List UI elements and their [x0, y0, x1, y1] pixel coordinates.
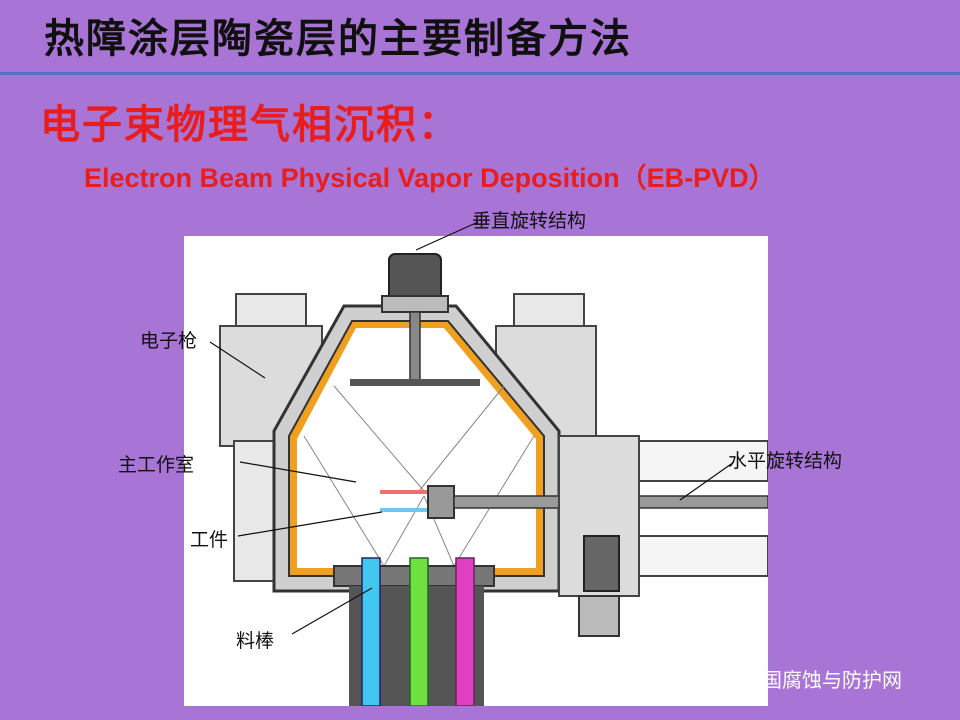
- label-horizontal-rotation: 水平旋转结构: [728, 450, 843, 472]
- rod-magenta: [455, 557, 475, 707]
- right-gun-housing-top: [513, 293, 585, 330]
- label-rods: 料棒: [236, 630, 275, 652]
- beam-line-4: [418, 385, 505, 492]
- vertical-shaft: [409, 311, 421, 383]
- left-gun-housing-top: [235, 293, 307, 330]
- subtitle-english: Electron Beam Physical Vapor Deposition（…: [84, 163, 776, 193]
- page-title: 热障涂层陶瓷层的主要制备方法: [44, 16, 632, 62]
- beam-line-3: [333, 385, 425, 492]
- workpiece-strip-blue: [380, 508, 428, 512]
- rod-green: [409, 557, 429, 707]
- lower-valve: [578, 595, 620, 637]
- beam-line-1: [303, 435, 385, 567]
- workpiece-holder: [427, 485, 455, 519]
- motor-mount: [381, 295, 449, 313]
- wechat-icon: [706, 667, 735, 689]
- label-electron-gun: 电子枪: [140, 330, 198, 352]
- subtitle-chinese: 电子束物理气相沉积：: [40, 102, 460, 148]
- label-main-chamber: 主工作室: [118, 454, 195, 476]
- left-flange: [233, 440, 275, 582]
- label-vertical-rotation: 垂直旋转结构: [472, 210, 587, 232]
- title-divider: [0, 72, 960, 75]
- watermark-text: 中国腐蚀与防护网: [742, 668, 902, 692]
- beam-line-5: [383, 495, 425, 567]
- workpiece-strip-red: [380, 490, 428, 494]
- rod-cyan: [361, 557, 381, 707]
- watermark: 中国腐蚀与防护网: [706, 664, 902, 693]
- label-workpiece: 工件: [190, 529, 229, 551]
- horizontal-motor: [583, 535, 620, 592]
- horizontal-frame-bottom: [638, 535, 769, 577]
- eb-pvd-schematic: [219, 253, 769, 707]
- eb-pvd-diagram: [184, 236, 769, 707]
- rotating-plate: [350, 379, 480, 386]
